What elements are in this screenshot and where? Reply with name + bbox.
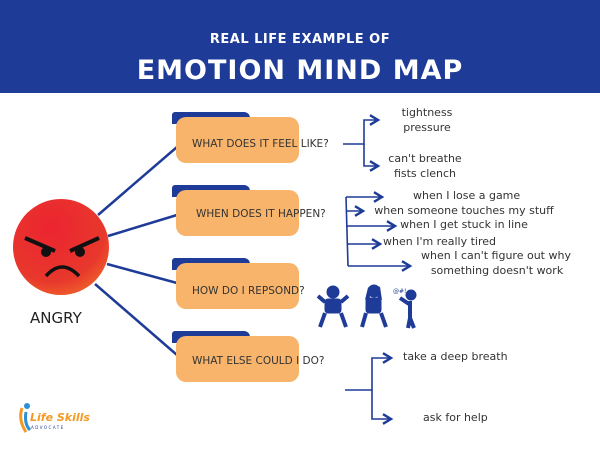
frustrated-person-icon bbox=[360, 284, 388, 328]
emotion-label: ANGRY bbox=[30, 309, 82, 327]
branch-line bbox=[106, 262, 178, 285]
question-label: HOW DO I REPSOND? bbox=[192, 285, 305, 297]
yelling-person-icon: @#! bbox=[393, 288, 417, 329]
answer-text: something doesn't work bbox=[430, 264, 564, 277]
page-title: EMOTION MIND MAP bbox=[136, 55, 464, 86]
branch-line bbox=[97, 146, 178, 216]
branch-line bbox=[94, 283, 178, 356]
question-node bbox=[176, 336, 299, 382]
header-banner: REAL LIFE EXAMPLE OF EMOTION MIND MAP bbox=[0, 0, 600, 93]
answer-text: pressure bbox=[403, 121, 451, 134]
logo bbox=[19, 403, 32, 433]
question-node bbox=[176, 263, 299, 309]
question-label: WHEN DOES IT HAPPEN? bbox=[196, 208, 326, 220]
question-label: WHAT ELSE COULD I DO? bbox=[192, 355, 325, 367]
answer-text: ask for help bbox=[423, 411, 488, 424]
subtitle: REAL LIFE EXAMPLE OF bbox=[209, 32, 391, 47]
question-node bbox=[176, 190, 299, 236]
arrow bbox=[345, 352, 394, 391]
question-node bbox=[176, 117, 299, 163]
answer-text: tightness bbox=[401, 106, 453, 119]
arrow bbox=[343, 114, 381, 145]
arrow bbox=[363, 144, 381, 172]
logo-tagline: ADVOCATE bbox=[31, 425, 65, 430]
branch-line bbox=[107, 213, 178, 238]
svg-text:@#!: @#! bbox=[393, 288, 406, 295]
answer-text: take a deep breath bbox=[403, 350, 508, 363]
answer-text: when someone touches my stuff bbox=[374, 204, 554, 217]
answer-text: when I get stuck in line bbox=[400, 218, 528, 231]
answer-text: fists clench bbox=[393, 167, 457, 180]
answer-text: when I lose a game bbox=[413, 189, 521, 202]
answer-text: when I'm really tired bbox=[383, 235, 496, 248]
logo-text: Life Skills bbox=[30, 411, 90, 424]
answer-text: when I can't figure out why bbox=[421, 249, 571, 262]
arrow bbox=[371, 390, 394, 425]
answer-text: can't breathe bbox=[388, 152, 462, 165]
question-label: WHAT DOES IT FEEL LIKE? bbox=[192, 138, 329, 150]
angry-person-icon bbox=[316, 285, 350, 328]
angry-face-icon bbox=[13, 199, 109, 295]
